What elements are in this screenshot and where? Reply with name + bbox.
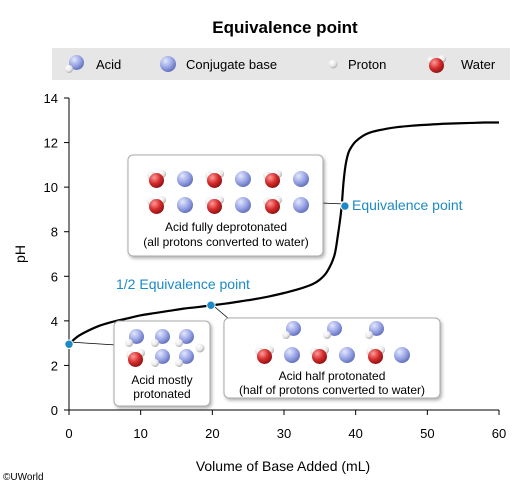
- legend-label-proton: Proton: [348, 57, 386, 72]
- axis-ticks: 0 2 4 6 8 10 12 14 0 10 20 30 40 50 60: [44, 91, 507, 441]
- callout-connector-full-line: [321, 202, 345, 205]
- x-tick-label: 40: [348, 426, 362, 441]
- conjugate-base-icon: [293, 197, 309, 213]
- legend: Acid Conjugate base Proton Water: [52, 48, 510, 80]
- callout-box: [223, 317, 441, 399]
- callout-connector-mostly: [68, 341, 117, 346]
- y-tick-label: 4: [51, 314, 58, 329]
- titration-curve: [68, 121, 500, 346]
- x-tick-label: 60: [492, 426, 506, 441]
- legend-label-water: Water: [461, 57, 496, 72]
- y-tick-label: 2: [51, 358, 58, 373]
- x-tick-label: 30: [277, 426, 291, 441]
- x-tick-label: 20: [205, 426, 219, 441]
- callout-text-line-2: protonated: [133, 387, 190, 401]
- conjugate-base-icon: [339, 347, 355, 363]
- half-equivalence-label: 1/2 Equivalence point: [116, 276, 250, 292]
- credit-text: ©UWorld: [3, 472, 44, 483]
- y-tick-label: 0: [51, 403, 58, 418]
- y-tick-label: 12: [44, 136, 58, 151]
- legend-label-acid: Acid: [96, 57, 121, 72]
- callout-text-line-1: Acid half protonated: [279, 369, 386, 383]
- conjugate-base-icon: [284, 347, 300, 363]
- conjugate-base-icon: [160, 56, 176, 72]
- proton-icon: [195, 343, 205, 353]
- y-tick-label: 8: [51, 225, 58, 240]
- chart-title: Equivalence point: [212, 18, 358, 37]
- point-markers: [64, 201, 350, 349]
- callout-text-line-2: (all protons converted to water): [143, 235, 308, 249]
- x-tick-label: 10: [133, 426, 147, 441]
- callout-half-protonated: Acid half protonated (half of protons co…: [223, 317, 441, 399]
- x-tick-label: 50: [420, 426, 434, 441]
- y-tick-label: 14: [44, 91, 58, 106]
- conjugate-base-icon: [235, 171, 251, 187]
- point-marker: [340, 201, 350, 211]
- conjugate-base-icon: [394, 347, 410, 363]
- x-tick-label: 0: [65, 426, 72, 441]
- legend-label-conjugate-base: Conjugate base: [186, 57, 277, 72]
- equivalence-label: Equivalence point: [352, 197, 463, 213]
- callout-text-line-1: Acid mostly: [131, 373, 192, 387]
- conjugate-base-icon: [235, 197, 251, 213]
- y-tick-label: 6: [51, 269, 58, 284]
- callout-text-line-2: (half of protons converted to water): [239, 383, 425, 397]
- callout-fully-deprotonated: Acid fully deprotonated (all protons con…: [127, 154, 324, 257]
- x-axis-title: Volume of Base Added (mL): [196, 458, 370, 474]
- conjugate-base-icon: [293, 171, 309, 187]
- conjugate-base-icon: [177, 197, 193, 213]
- y-tick-label: 10: [44, 180, 58, 195]
- point-marker: [206, 300, 216, 310]
- conjugate-base-icon: [177, 171, 193, 187]
- point-marker: [64, 339, 74, 349]
- callout-text-line-1: Acid fully deprotonated: [165, 220, 287, 234]
- y-axis-title: pH: [12, 245, 28, 263]
- callout-mostly-protonated: Acid mostly protonated: [113, 320, 211, 407]
- proton-icon: [328, 59, 338, 69]
